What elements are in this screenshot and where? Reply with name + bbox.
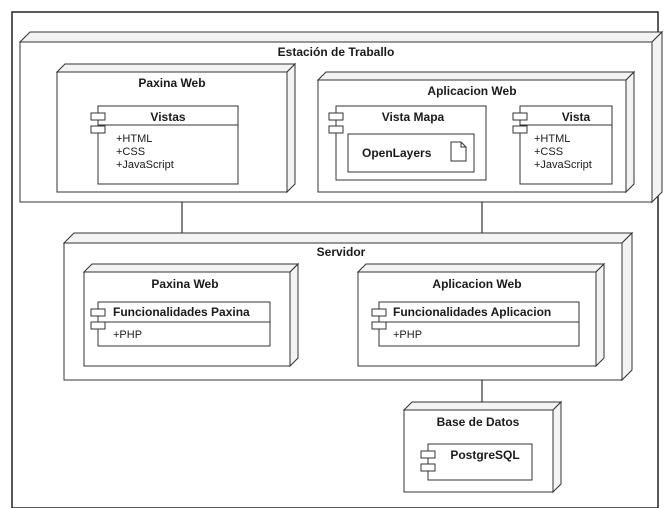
node-server-web-page-title: Paxina Web — [151, 277, 218, 291]
component-funcionalidades-paxina: Funcionalidades Paxina +PHP — [90, 301, 271, 347]
component-port-icon — [371, 308, 387, 317]
node-client-web-page: Paxina Web Vistas +HTML +CSS +JavaScript — [55, 62, 297, 194]
node-server-web-app: Aplicacion Web Funcionalidades Aplicacio… — [356, 262, 606, 368]
component-vista: Vista +HTML +CSS +JavaScript — [512, 105, 613, 185]
component-item: +CSS — [534, 146, 563, 158]
node-client-web-app-title: Aplicacion Web — [427, 84, 516, 98]
component-port-icon — [90, 321, 106, 330]
component-port-icon — [512, 112, 528, 121]
component-port-icon — [328, 125, 344, 134]
component-vistas: Vistas +HTML +CSS +JavaScript — [90, 105, 239, 185]
component-vista-mapa: Vista Mapa OpenLayers — [328, 105, 487, 181]
component-funcionalidades-aplicacion: Funcionalidades Aplicacion +PHP — [371, 301, 580, 347]
node-client-web-page-title: Paxina Web — [138, 76, 205, 90]
component-item: +PHP — [393, 329, 422, 341]
page-frame — [11, 11, 659, 508]
component-port-icon — [90, 125, 106, 134]
artifact-openlayers-name: OpenLayers — [362, 146, 432, 160]
document-icon — [450, 141, 467, 162]
component-port-icon — [512, 125, 528, 134]
component-vistas-name: Vistas — [150, 110, 185, 124]
component-port-icon — [328, 112, 344, 121]
component-funcionalidades-paxina-name: Funcionalidades Paxina — [113, 305, 250, 319]
component-vista-name: Vista — [562, 110, 591, 124]
component-port-icon — [420, 463, 436, 472]
component-item: +HTML — [116, 133, 152, 145]
node-database: Base de Datos PostgreSQL — [402, 400, 563, 494]
node-server-title: Servidor — [317, 245, 366, 259]
component-item: +JavaScript — [116, 159, 174, 171]
component-item: +CSS — [116, 146, 145, 158]
artifact-openlayers: OpenLayers — [347, 133, 475, 173]
component-port-icon — [90, 112, 106, 121]
component-port-icon — [420, 450, 436, 459]
node-database-title: Base de Datos — [437, 415, 520, 429]
node-workstation-title: Estación de Traballo — [278, 45, 395, 59]
component-port-icon — [90, 308, 106, 317]
component-item: +PHP — [113, 329, 142, 341]
component-item: +HTML — [534, 133, 570, 145]
node-server-web-app-title: Aplicacion Web — [432, 277, 521, 291]
component-funcionalidades-aplicacion-name: Funcionalidades Aplicacion — [393, 305, 551, 319]
component-item: +JavaScript — [534, 159, 592, 171]
component-vista-mapa-name: Vista Mapa — [382, 110, 445, 124]
node-client-web-app: Aplicacion Web Vista Mapa OpenLayers Vis… — [316, 70, 636, 194]
component-postgresql-name: PostgreSQL — [450, 448, 519, 462]
component-postgresql: PostgreSQL — [420, 443, 533, 481]
node-server-web-page: Paxina Web Funcionalidades Paxina +PHP — [82, 262, 300, 368]
component-port-icon — [371, 321, 387, 330]
